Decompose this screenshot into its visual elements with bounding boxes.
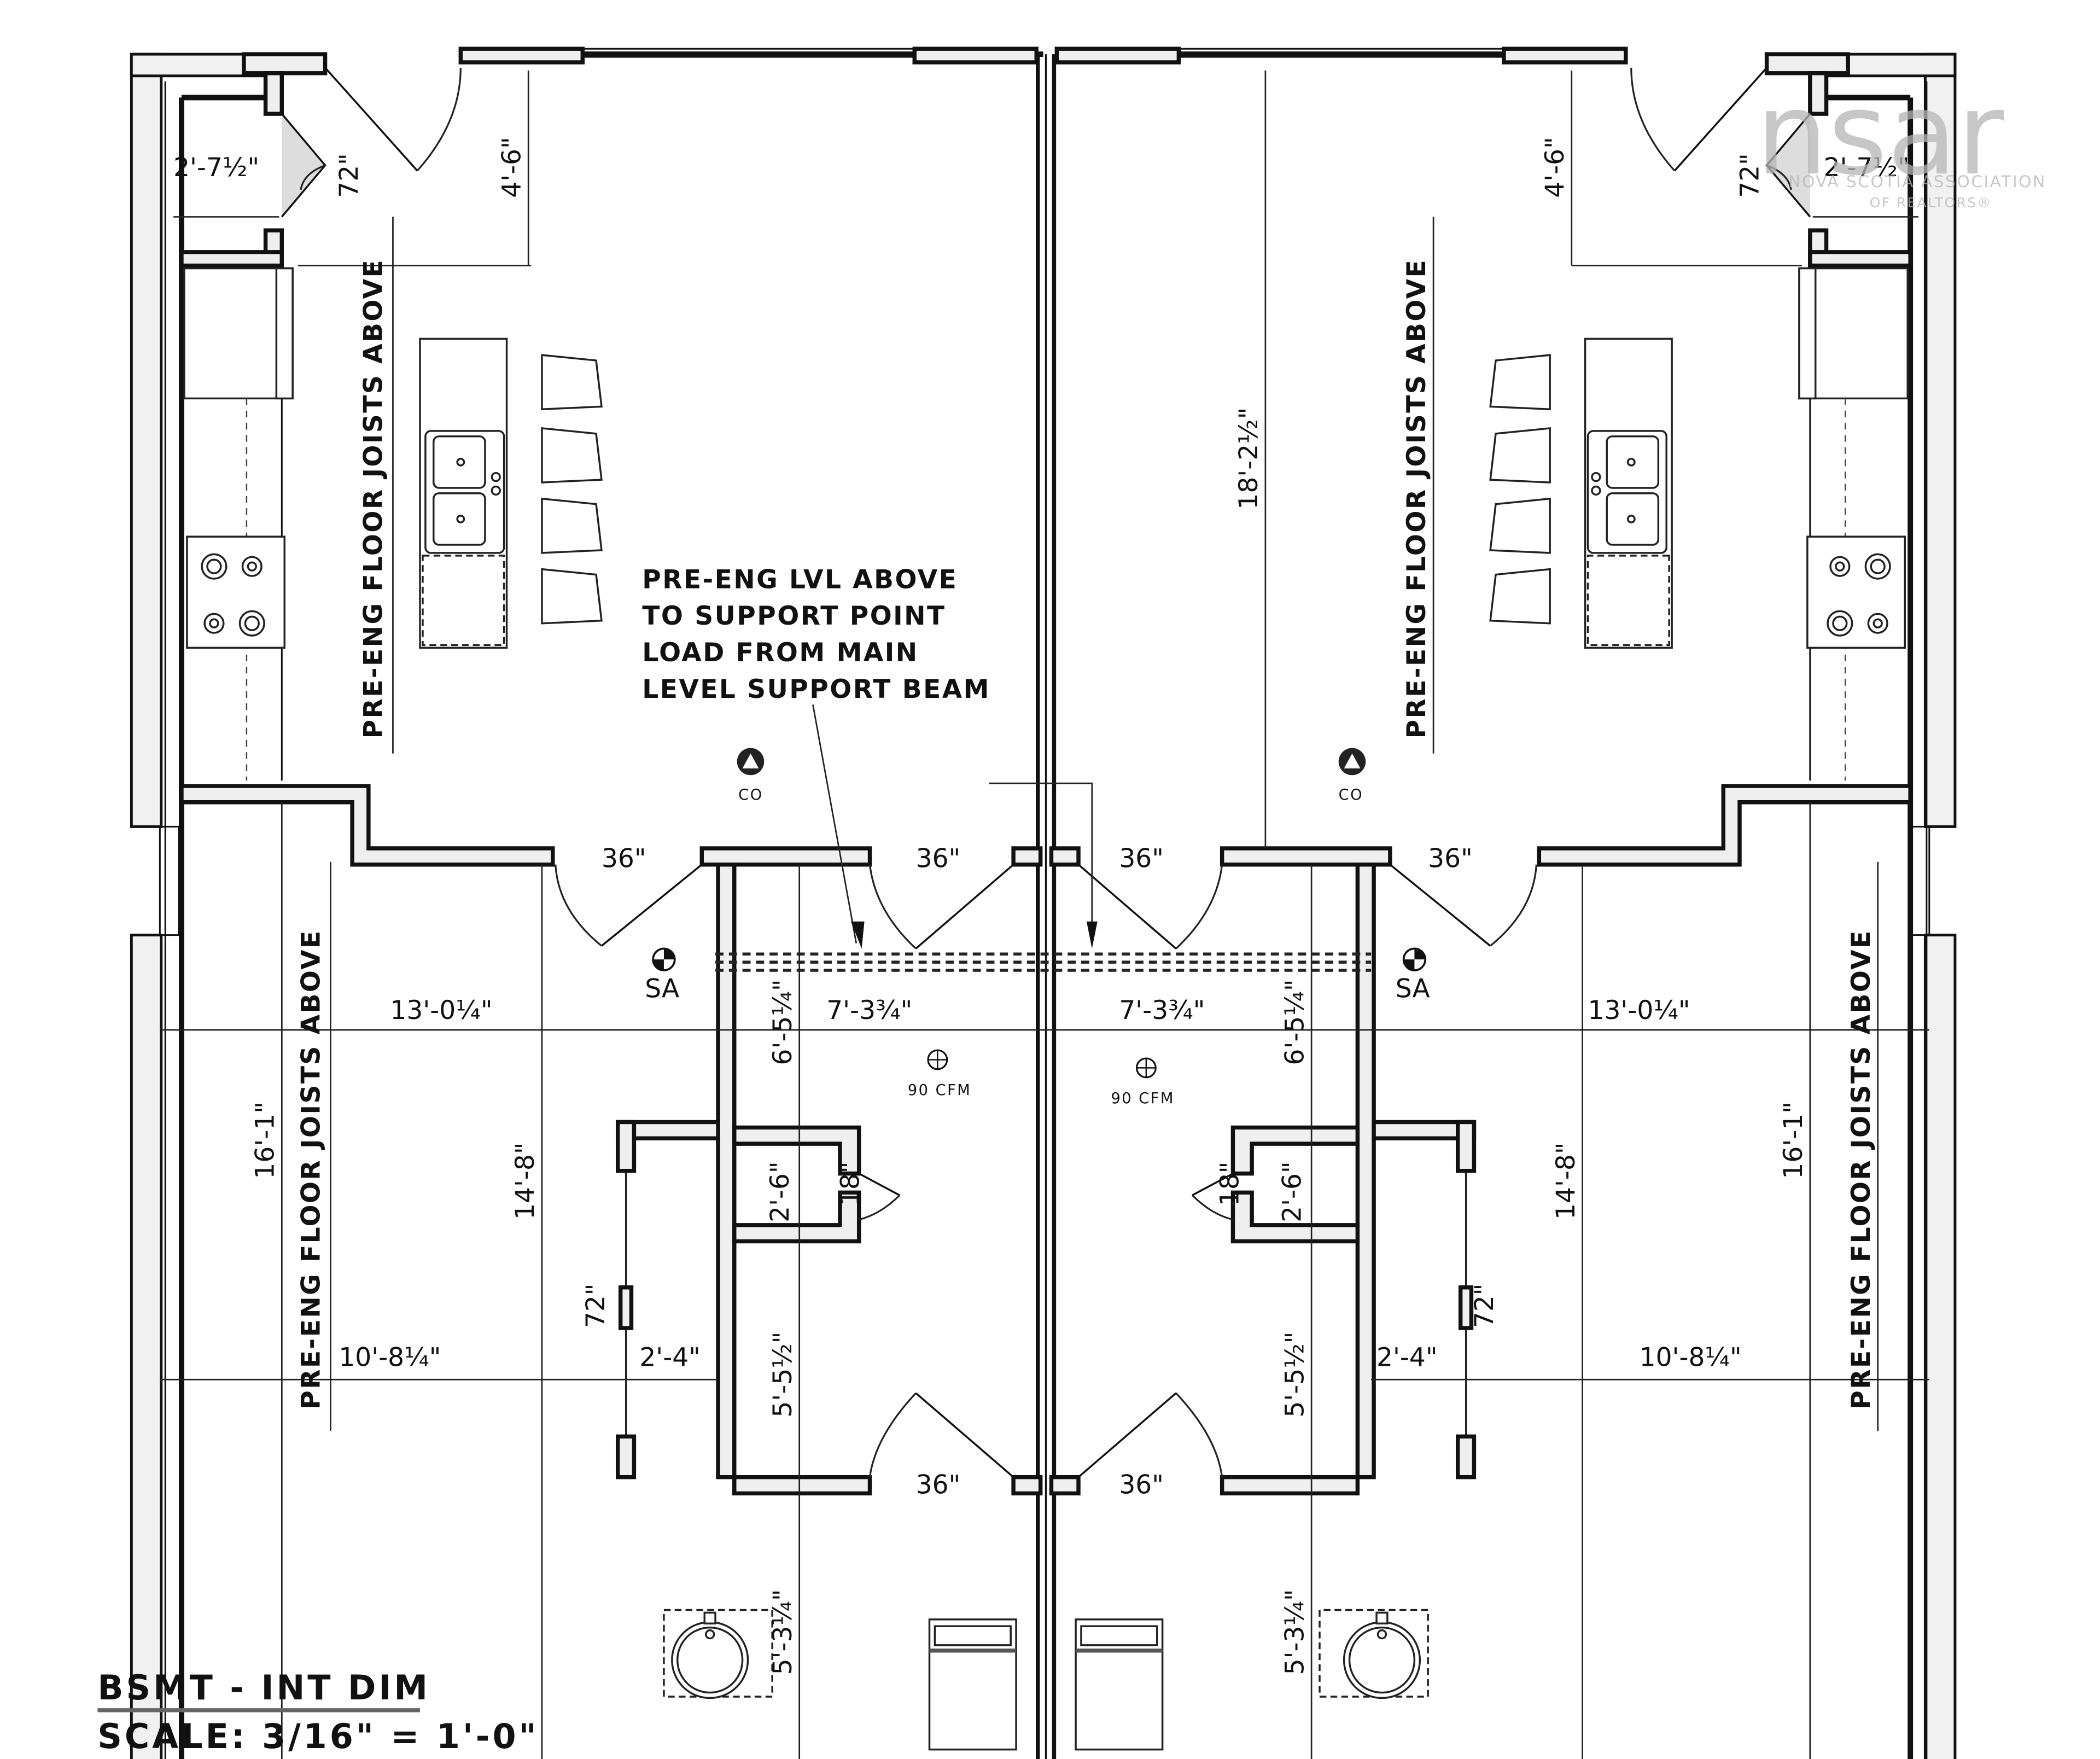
- stove-icon: [1806, 535, 1906, 649]
- dim-right-closet-depth: 10'-8¼": [1640, 1342, 1742, 1372]
- stove-icon: [186, 535, 285, 649]
- perimeter-walls: [159, 46, 1930, 1759]
- leader-arrows: [812, 704, 1098, 949]
- lvl-note-line-2: TO SUPPORT POINT: [642, 601, 946, 631]
- dim-left-bath-width: 7'-3¾": [826, 995, 912, 1026]
- dim-left-closet-depth: 10'-8¼": [339, 1342, 441, 1372]
- lvl-note-line-1: PRE-ENG LVL ABOVE: [642, 564, 958, 595]
- smoke-alarm-label: SA: [645, 974, 679, 1004]
- dimension-lines: [160, 70, 1929, 1759]
- cleanout-icon: CO: [1338, 748, 1366, 803]
- left-unit: [179, 52, 1043, 1751]
- dim-left-hall-width: 6'-5¼": [768, 979, 798, 1065]
- logo-mark: nsar: [1756, 68, 2004, 201]
- dim-left-closet-width: 2'-4": [639, 1342, 700, 1372]
- dim-right-mech-depth: 5'-3¼": [1280, 1589, 1310, 1675]
- party-wall: [1035, 54, 1057, 1759]
- dim-right-bath-width: 7'-3¾": [1119, 995, 1205, 1026]
- dim-left-mech-depth: 5'-3¼": [768, 1589, 798, 1675]
- dim-left-entry-closet: 72": [334, 153, 364, 198]
- cleanout-icon: CO: [737, 748, 765, 803]
- lvl-note: PRE-ENG LVL ABOVE TO SUPPORT POINT LOAD …: [642, 564, 990, 704]
- cleanout-label: CO: [1339, 787, 1363, 803]
- kitchen-island: [419, 337, 508, 649]
- dim-left-linen-depth: 2'-6": [765, 1161, 795, 1222]
- title-block: BSMT - INT DIM SCALE: 3/16" = 1'-0": [97, 1668, 539, 1756]
- lvl-note-line-4: LEVEL SUPPORT BEAM: [642, 674, 990, 704]
- dim-right-bedroom-inner-depth: 14'-8": [1551, 1142, 1581, 1219]
- joist-note-right-kitchen: PRE-ENG FLOOR JOISTS ABOVE: [1402, 259, 1432, 738]
- dim-right-bedroom-width: 13'-0¼": [1588, 995, 1690, 1026]
- dim-left-bedroom-depth: 16'-1": [250, 1102, 280, 1179]
- dim-right-entry-width: 2'-7½": [1824, 153, 1910, 183]
- dim-left-bedroom-width: 13'-0¼": [390, 995, 492, 1026]
- joist-note-left-bedroom: PRE-ENG FLOOR JOISTS ABOVE: [296, 929, 326, 1409]
- dim-right-entry-closet: 72": [1735, 153, 1765, 198]
- right-unit: [1049, 52, 1912, 1751]
- cleanout-label: CO: [738, 787, 763, 803]
- dim-right-overall-depth: 18'-2½": [1234, 407, 1264, 510]
- drawing-scale: SCALE: 3/16" = 1'-0": [97, 1717, 539, 1756]
- logo-line-1: NOVA SCOTIA ASSOCIATION: [1788, 172, 2046, 191]
- dim-left-bedroom-inner-depth: 14'-8": [510, 1142, 540, 1219]
- joist-note-right-bedroom: PRE-ENG FLOOR JOISTS ABOVE: [1846, 929, 1876, 1409]
- dim-left-closet-door: 72": [581, 1284, 611, 1329]
- nsar-logo: nsar NOVA SCOTIA ASSOCIATION OF REALTORS…: [1756, 68, 2046, 211]
- furnace-icon: [928, 1618, 1017, 1751]
- foundation-wall: [130, 53, 1957, 1759]
- logo-line-2: OF REALTORS®: [1870, 195, 1992, 211]
- dim-right-hall-width: 6'-5¼": [1280, 979, 1310, 1065]
- lvl-beam: [715, 952, 1372, 972]
- dim-right-bedroom-door: 36": [1428, 844, 1473, 874]
- exhaust-fan-label: 90 CFM: [908, 1082, 971, 1099]
- furnace-icon: [1075, 1618, 1164, 1751]
- bar-stools: [1489, 354, 1551, 625]
- dim-right-linen-door: 18": [1215, 1162, 1245, 1207]
- smoke-alarm-icon: SA: [645, 947, 679, 1004]
- dim-right-bath-door: 36": [1119, 844, 1164, 874]
- dim-left-linen-door: 18": [836, 1162, 866, 1207]
- dim-left-entry-width: 2'-7½": [173, 153, 259, 183]
- dim-right-bedroom-depth: 16'-1": [1778, 1102, 1809, 1179]
- bar-stools: [541, 354, 603, 625]
- dim-right-hall-length: 5'-5½": [1280, 1332, 1310, 1418]
- dim-left-kitchen-depth: 4'-6": [497, 137, 527, 197]
- dim-left-bedroom-door: 36": [602, 844, 646, 874]
- water-heater-icon: [1319, 1609, 1429, 1699]
- lvl-note-line-3: LOAD FROM MAIN: [642, 638, 918, 668]
- smoke-alarm-icon: SA: [1396, 947, 1430, 1004]
- joist-note-left-kitchen: PRE-ENG FLOOR JOISTS ABOVE: [359, 259, 389, 738]
- dim-right-mech-door: 36": [1119, 1470, 1164, 1500]
- exhaust-fan-label: 90 CFM: [1111, 1090, 1174, 1107]
- water-heater-icon: [663, 1609, 773, 1699]
- exhaust-fan-icon: 90 CFM: [908, 1049, 971, 1099]
- dim-left-bath-door: 36": [916, 844, 961, 874]
- dim-right-closet-door: 72": [1469, 1284, 1500, 1329]
- smoke-alarm-label: SA: [1396, 974, 1430, 1004]
- dim-right-kitchen-depth: 4'-6": [1540, 137, 1570, 197]
- dim-left-mech-door: 36": [916, 1470, 961, 1500]
- exhaust-fan-icon: 90 CFM: [1111, 1057, 1174, 1107]
- dim-right-closet-width: 2'-4": [1376, 1342, 1437, 1372]
- dim-left-hall-length: 5'-5½": [768, 1332, 798, 1418]
- drawing-title: BSMT - INT DIM: [97, 1668, 430, 1708]
- dim-right-linen-depth: 2'-6": [1277, 1161, 1307, 1222]
- kitchen-island: [1584, 337, 1673, 649]
